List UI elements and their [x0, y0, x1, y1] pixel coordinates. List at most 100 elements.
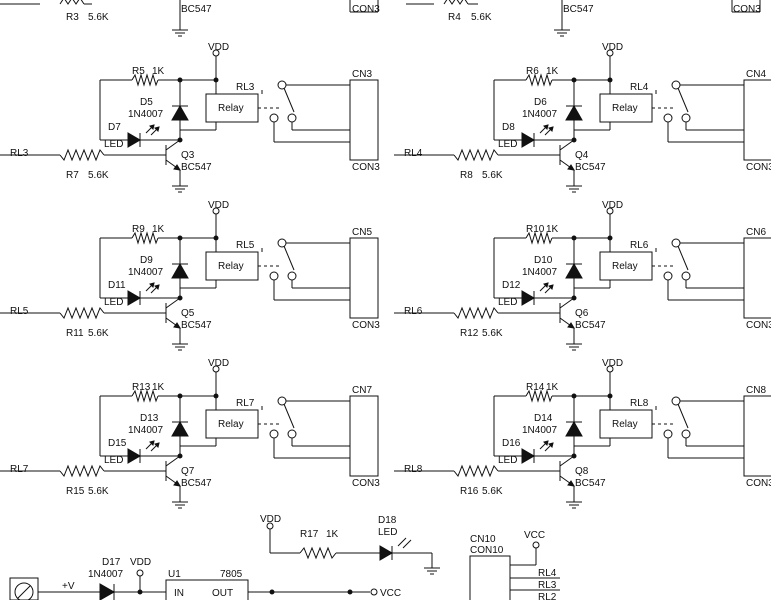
base-resistor-value: 5.6K — [88, 486, 109, 497]
relay-ref: RL6 — [630, 240, 649, 251]
connector-part: CON3 — [352, 320, 380, 331]
diode-ref: D13 — [140, 413, 159, 424]
base-resistor-value: 5.6K — [88, 328, 109, 339]
supply-label: VDD — [602, 200, 623, 211]
top-fragment-resistor: R3 — [66, 12, 79, 23]
header-pin-label: RL2 — [538, 592, 557, 600]
transistor-part: BC547 — [181, 320, 212, 331]
regulator-pin-in: IN — [174, 588, 184, 599]
top-fragment-transistor: BC547 — [181, 4, 212, 15]
relay-label: Relay — [218, 261, 244, 272]
power-led-supply: VDD — [260, 514, 281, 525]
supply-label: VDD — [208, 358, 229, 369]
supply-diode-part: 1N4007 — [88, 569, 123, 580]
transistor-ref: Q8 — [575, 466, 589, 477]
led-label: LED — [104, 455, 123, 466]
led-ref: D11 — [108, 280, 126, 291]
diode-ref: D10 — [534, 255, 553, 266]
relay-ref: RL8 — [630, 398, 649, 409]
signal-label: RL3 — [10, 148, 29, 159]
led-ref: D8 — [502, 122, 515, 133]
connector-part: CON3 — [746, 320, 771, 331]
diode-part: 1N4007 — [128, 425, 163, 436]
regulator-ref: U1 — [168, 569, 181, 580]
relay-label: Relay — [612, 103, 638, 114]
led-resistor-value: 1K — [546, 66, 559, 77]
relay-ref: RL3 — [236, 82, 255, 93]
power-led-label: LED — [378, 527, 397, 538]
transistor-ref: Q4 — [575, 150, 589, 161]
transistor-ref: Q6 — [575, 308, 589, 319]
diode-part: 1N4007 — [522, 109, 557, 120]
power-led-resistor: R17 — [300, 529, 319, 540]
led-resistor-value: 1K — [546, 382, 559, 393]
top-fragment-resistor-value: 5.6K — [471, 12, 492, 23]
led-resistor-ref: R14 — [526, 382, 545, 393]
diode-part: 1N4007 — [128, 267, 163, 278]
supply-output-label: VCC — [380, 588, 401, 599]
supply-input-label: +V — [62, 581, 75, 592]
supply-label: VDD — [602, 358, 623, 369]
header-ref: CN10 — [470, 534, 496, 545]
top-fragment-resistor-value: 5.6K — [88, 12, 109, 23]
supply-label: VDD — [208, 200, 229, 211]
base-resistor-value: 5.6K — [482, 328, 503, 339]
led-label: LED — [498, 297, 517, 308]
supply-label: VDD — [602, 42, 623, 53]
supply-diode-ref: D17 — [102, 557, 121, 568]
base-resistor-ref: R8 — [460, 170, 473, 181]
regulator-pin-out: OUT — [212, 588, 233, 599]
transistor-part: BC547 — [575, 478, 606, 489]
top-fragment-left: R3 5.6K BC547 CON3 — [0, 0, 380, 37]
signal-label: RL7 — [10, 464, 29, 475]
connector-part: CON3 — [352, 162, 380, 173]
power-led-ref: D18 — [378, 515, 397, 526]
header-part: CON10 — [470, 545, 504, 556]
led-ref: D15 — [108, 438, 127, 449]
relay-label: Relay — [218, 103, 244, 114]
top-fragment-connector: CON3 — [733, 4, 761, 15]
led-label: LED — [104, 297, 123, 308]
led-resistor-ref: R10 — [526, 224, 545, 235]
base-resistor-value: 5.6K — [482, 170, 503, 181]
led-resistor-ref: R5 — [132, 66, 145, 77]
relay-label: Relay — [612, 419, 638, 430]
supply-section: +V D17 1N4007 VDD U1 7805 IN OUT VCC — [9, 557, 401, 600]
led-resistor-ref: R13 — [132, 382, 151, 393]
connector-part: CON3 — [352, 478, 380, 489]
led-ref: D7 — [108, 122, 121, 133]
header-pin-label: RL3 — [538, 580, 557, 591]
led-resistor-value: 1K — [152, 66, 165, 77]
top-fragment-resistor: R4 — [448, 12, 461, 23]
connector-part: CON3 — [746, 162, 771, 173]
led-ref: D12 — [502, 280, 521, 291]
signal-label: RL8 — [404, 464, 423, 475]
diode-part: 1N4007 — [522, 267, 557, 278]
transistor-ref: Q7 — [181, 466, 195, 477]
led-label: LED — [498, 455, 517, 466]
base-resistor-value: 5.6K — [482, 486, 503, 497]
transistor-ref: Q3 — [181, 150, 195, 161]
relay-ref: RL7 — [236, 398, 255, 409]
transistor-part: BC547 — [181, 478, 212, 489]
signal-label: RL6 — [404, 306, 423, 317]
top-fragment-transistor: BC547 — [563, 4, 594, 15]
base-resistor-ref: R12 — [460, 328, 479, 339]
led-label: LED — [104, 139, 123, 150]
power-led-section: VDD R17 1K D18 LED — [260, 514, 440, 575]
diode-part: 1N4007 — [522, 425, 557, 436]
transistor-part: BC547 — [181, 162, 212, 173]
diode-ref: D6 — [534, 97, 547, 108]
led-ref: D16 — [502, 438, 521, 449]
base-resistor-ref: R11 — [66, 328, 84, 339]
transistor-part: BC547 — [575, 320, 606, 331]
connector-ref: CN7 — [352, 385, 372, 396]
supply-label: VDD — [208, 42, 229, 53]
